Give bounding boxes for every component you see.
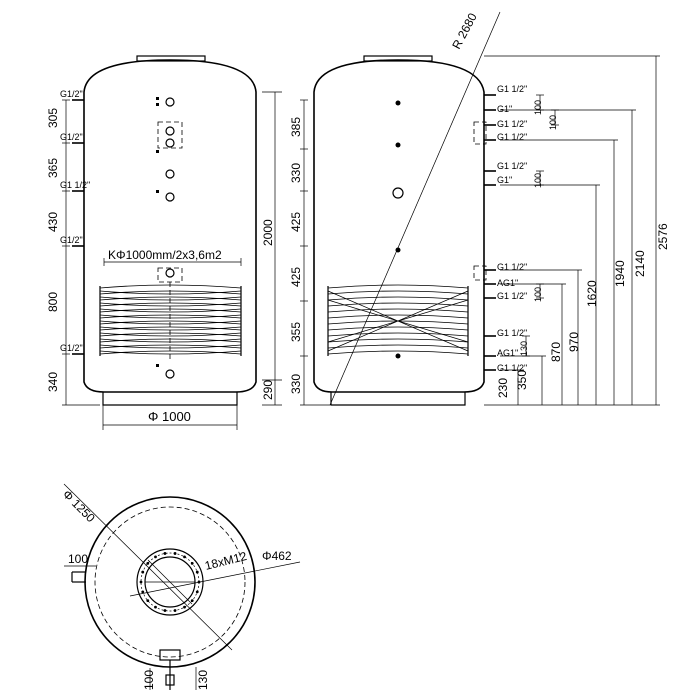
radius-label: R 2680 <box>449 10 480 51</box>
dim-label: 350 <box>515 370 529 390</box>
flange-outer <box>136 548 204 616</box>
dim-label: 970 <box>567 332 581 352</box>
bolt-hole <box>173 552 177 555</box>
connection-label: G1 1/2" <box>497 132 527 142</box>
connection-label: G1 1/2" <box>497 161 527 171</box>
connection-label: G1 1/2" <box>497 84 527 94</box>
dim-label: 430 <box>46 212 60 232</box>
connection-label: G1 1/2" <box>497 291 527 301</box>
dim-label: 100 <box>548 115 558 130</box>
connection-label: G1 1/2" <box>497 328 527 338</box>
bolt-hole <box>154 605 157 609</box>
connection-label: G1/2" <box>60 132 83 142</box>
dim-label: 305 <box>46 108 60 128</box>
bottom-dim-label: 100 <box>142 670 156 690</box>
dim-label: 365 <box>46 158 60 178</box>
bolt-hole <box>173 609 177 612</box>
connection-label: G1/2" <box>60 235 83 245</box>
connection-label: G1 1/2" <box>497 363 527 373</box>
bolt-hole <box>163 552 167 555</box>
dim-label: 355 <box>289 322 303 342</box>
side-left-dimensions: 385 330 425 425 355 330 <box>289 99 330 406</box>
bolt-hole <box>146 599 150 603</box>
insulation-line <box>94 506 246 658</box>
coil-label: KΦ1000mm/2x3,6m2 <box>108 248 222 262</box>
bolt-hole <box>183 555 186 559</box>
connection-label: G1 1/2" <box>60 180 90 190</box>
bolt-hole <box>139 580 143 584</box>
bolt-hole <box>163 609 167 612</box>
dim-label: 385 <box>289 117 303 137</box>
side-view: R 2680 385 330 425 425 355 <box>289 10 670 406</box>
flange-diameter-label: Φ462 <box>262 549 292 563</box>
dim-label: 870 <box>549 342 563 362</box>
bolts-label: 18xM12 <box>203 549 248 573</box>
dim-label: 130 <box>519 341 529 356</box>
dim-label: 330 <box>289 374 303 394</box>
bolt-hole <box>183 605 186 609</box>
connection-label: G1/2" <box>60 89 83 99</box>
heat-exchanger-coil-front <box>99 282 242 360</box>
front-left-dimensions: 305 365 430 800 340 <box>46 99 100 406</box>
tank-body <box>313 59 485 393</box>
dim-label: 425 <box>289 267 303 287</box>
bottom-dim: 290 <box>261 380 275 400</box>
front-left-connections: G1/2" G1/2" G1 1/2" G1/2" G1/2" <box>60 89 90 355</box>
dim-label: 800 <box>46 292 60 312</box>
connection-label: AG1" <box>497 278 518 288</box>
height-dim: 2000 <box>261 219 275 246</box>
dim-label: 100 <box>533 287 543 302</box>
bolt-hole <box>197 580 201 584</box>
front-diameter-dimension: Φ 1000 <box>102 405 238 430</box>
bolt-hole <box>154 555 157 559</box>
bolt-hole <box>195 570 199 574</box>
front-view: KΦ1000mm/2x3,6m2 G1/2" G1/2" G1 1/2" G1/… <box>46 55 282 430</box>
dim-label: 230 <box>496 378 510 398</box>
connection-label: AG1" <box>497 348 518 358</box>
bolt-hole <box>195 590 199 594</box>
diameter-dim: Φ 1000 <box>148 409 191 424</box>
bolt-hole <box>141 570 145 574</box>
connection-label: G1/2" <box>60 343 83 353</box>
left-dim-label: 100 <box>68 552 88 566</box>
tank-body <box>83 59 257 393</box>
dim-label: 100 <box>533 173 543 188</box>
connection-label: G1 1/2" <box>497 262 527 272</box>
top-view: Φ 1250 Φ462 18xM12 100 100 130 <box>60 483 301 690</box>
bolt-hole <box>141 590 145 594</box>
dim-label: 330 <box>289 163 303 183</box>
connection-label: G1 1/2" <box>497 119 527 129</box>
flange-bolts <box>139 552 201 612</box>
dim-label: 2140 <box>633 250 647 277</box>
bolt-hole <box>190 599 194 603</box>
side-right-connections: G1 1/2" G1" G1 1/2" G1 1/2" G1 1/2" G1" … <box>473 84 527 373</box>
dim-label: 1620 <box>585 280 599 307</box>
heat-exchanger-coil-side <box>327 284 469 356</box>
outer-diameter-label: Φ 1250 <box>60 487 98 525</box>
bolt-hole <box>146 561 150 565</box>
connection-label: G1" <box>497 175 512 185</box>
dim-label: 2576 <box>656 223 670 250</box>
dim-label: 100 <box>533 100 543 115</box>
bottom-dim-label: 130 <box>196 670 210 690</box>
connection-label: G1" <box>497 104 512 114</box>
bolt-hole <box>190 561 194 565</box>
dim-label: 425 <box>289 212 303 232</box>
dim-label: 1940 <box>613 260 627 287</box>
dim-label: 340 <box>46 372 60 392</box>
side-height-dimensions: 2576 2140 1940 1620 970 870 350 230 <box>484 55 670 406</box>
front-right-dimensions: 2000 290 <box>261 91 282 406</box>
